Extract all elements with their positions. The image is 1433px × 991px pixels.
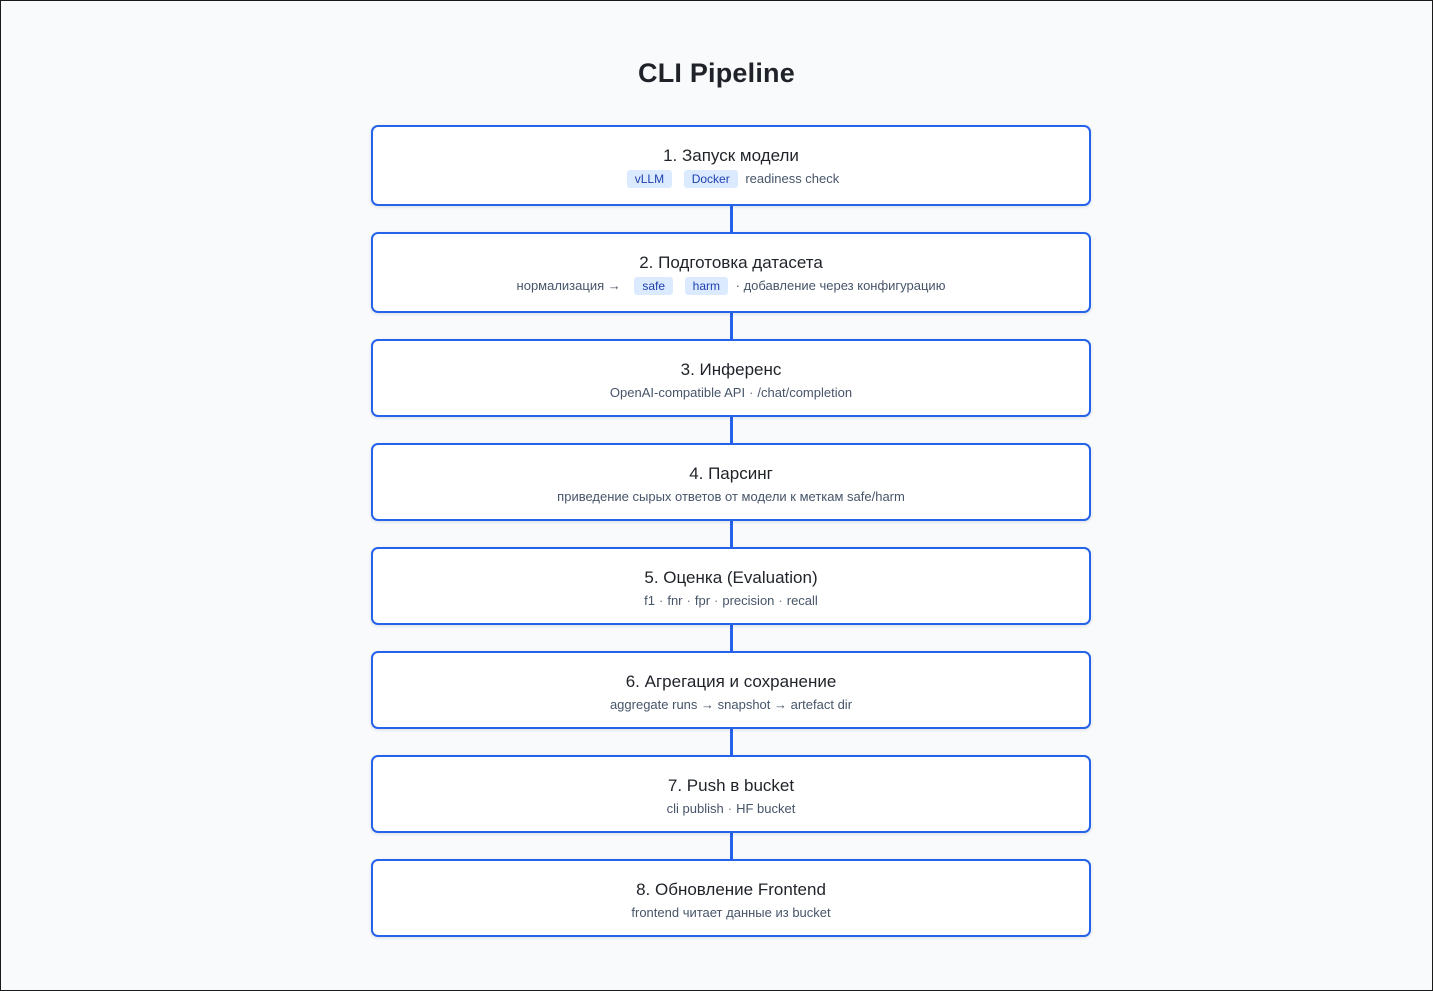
step-3-inference: 3. Инференс OpenAI-compatible API·/chat/…: [371, 339, 1091, 417]
metric-fnr: fnr: [667, 593, 683, 608]
separator: ·: [778, 593, 783, 608]
metric-f1: f1: [644, 593, 655, 608]
step-detail-item: OpenAI-compatible API: [609, 385, 746, 400]
step-detail-item: cli publish: [666, 801, 724, 816]
connector-6-7: [730, 729, 733, 756]
step-4-parsing: 4. Парсинг приведение сырых ответов от м…: [371, 443, 1091, 521]
step-details: f1·fnr·fpr·precision·recall: [373, 592, 1089, 610]
step-title: 7. Push в bucket: [667, 776, 795, 795]
step-6-aggregation: 6. Агрегация и сохранение aggregate runs…: [371, 651, 1091, 729]
step-details: cli publish·HF bucket: [373, 800, 1089, 818]
separator: ·: [686, 593, 691, 608]
step-title: 8. Обновление Frontend: [636, 880, 826, 899]
step-detail-lead: нормализация →: [516, 278, 621, 293]
chip-docker: Docker: [683, 170, 738, 188]
step-1-model-launch: 1. Запуск модели vLLM Docker readiness c…: [371, 125, 1091, 206]
connector-7-8: [730, 833, 733, 860]
step-5-evaluation: 5. Оценка (Evaluation) f1·fnr·fpr·precis…: [371, 547, 1091, 625]
separator: ·: [714, 593, 719, 608]
connector-4-5: [730, 521, 733, 548]
step-title: 5. Оценка (Evaluation): [644, 568, 818, 587]
step-details: нормализация → safe harm · добавление че…: [373, 277, 1089, 295]
step-detail-item: HF bucket: [736, 801, 796, 816]
step-title: 3. Инференс: [680, 360, 782, 379]
separator: ·: [727, 801, 733, 816]
step-details: OpenAI-compatible API·/chat/completion: [373, 384, 1089, 402]
step-title: 2. Подготовка датасета: [639, 253, 823, 272]
metric-fpr: fpr: [694, 593, 711, 608]
diagram-title: CLI Pipeline: [638, 58, 795, 88]
step-details: frontend читает данные из bucket: [631, 905, 831, 920]
step-details: vLLM Docker readiness check: [373, 170, 1089, 188]
connector-2-3: [730, 313, 733, 340]
connector-3-4: [730, 417, 733, 444]
separator: ·: [749, 385, 754, 400]
step-8-frontend-update: 8. Обновление Frontend frontend читает д…: [371, 859, 1091, 937]
step-2-dataset-prep: 2. Подготовка датасета нормализация → sa…: [371, 232, 1091, 313]
step-7-push-bucket: 7. Push в bucket cli publish·HF bucket: [371, 755, 1091, 833]
step-details: приведение сырых ответов от модели к мет…: [557, 489, 905, 504]
step-detail-text: · добавление через конфигурацию: [735, 278, 946, 293]
separator: ·: [659, 593, 664, 608]
metric-precision: precision: [722, 593, 775, 608]
metric-recall: recall: [786, 593, 818, 608]
step-details: aggregate runs → snapshot → artefact dir: [609, 697, 853, 712]
connector-1-2: [730, 206, 733, 233]
step-title: 4. Парсинг: [689, 464, 773, 483]
chip-harm: harm: [684, 277, 729, 295]
step-detail-text: readiness check: [745, 171, 840, 186]
step-title: 1. Запуск модели: [663, 146, 799, 165]
connector-5-6: [730, 625, 733, 652]
step-detail-item: /chat/completion: [757, 385, 853, 400]
chip-safe: safe: [634, 277, 674, 295]
chip-vllm: vLLM: [626, 170, 673, 188]
step-title: 6. Агрегация и сохранение: [625, 672, 837, 691]
